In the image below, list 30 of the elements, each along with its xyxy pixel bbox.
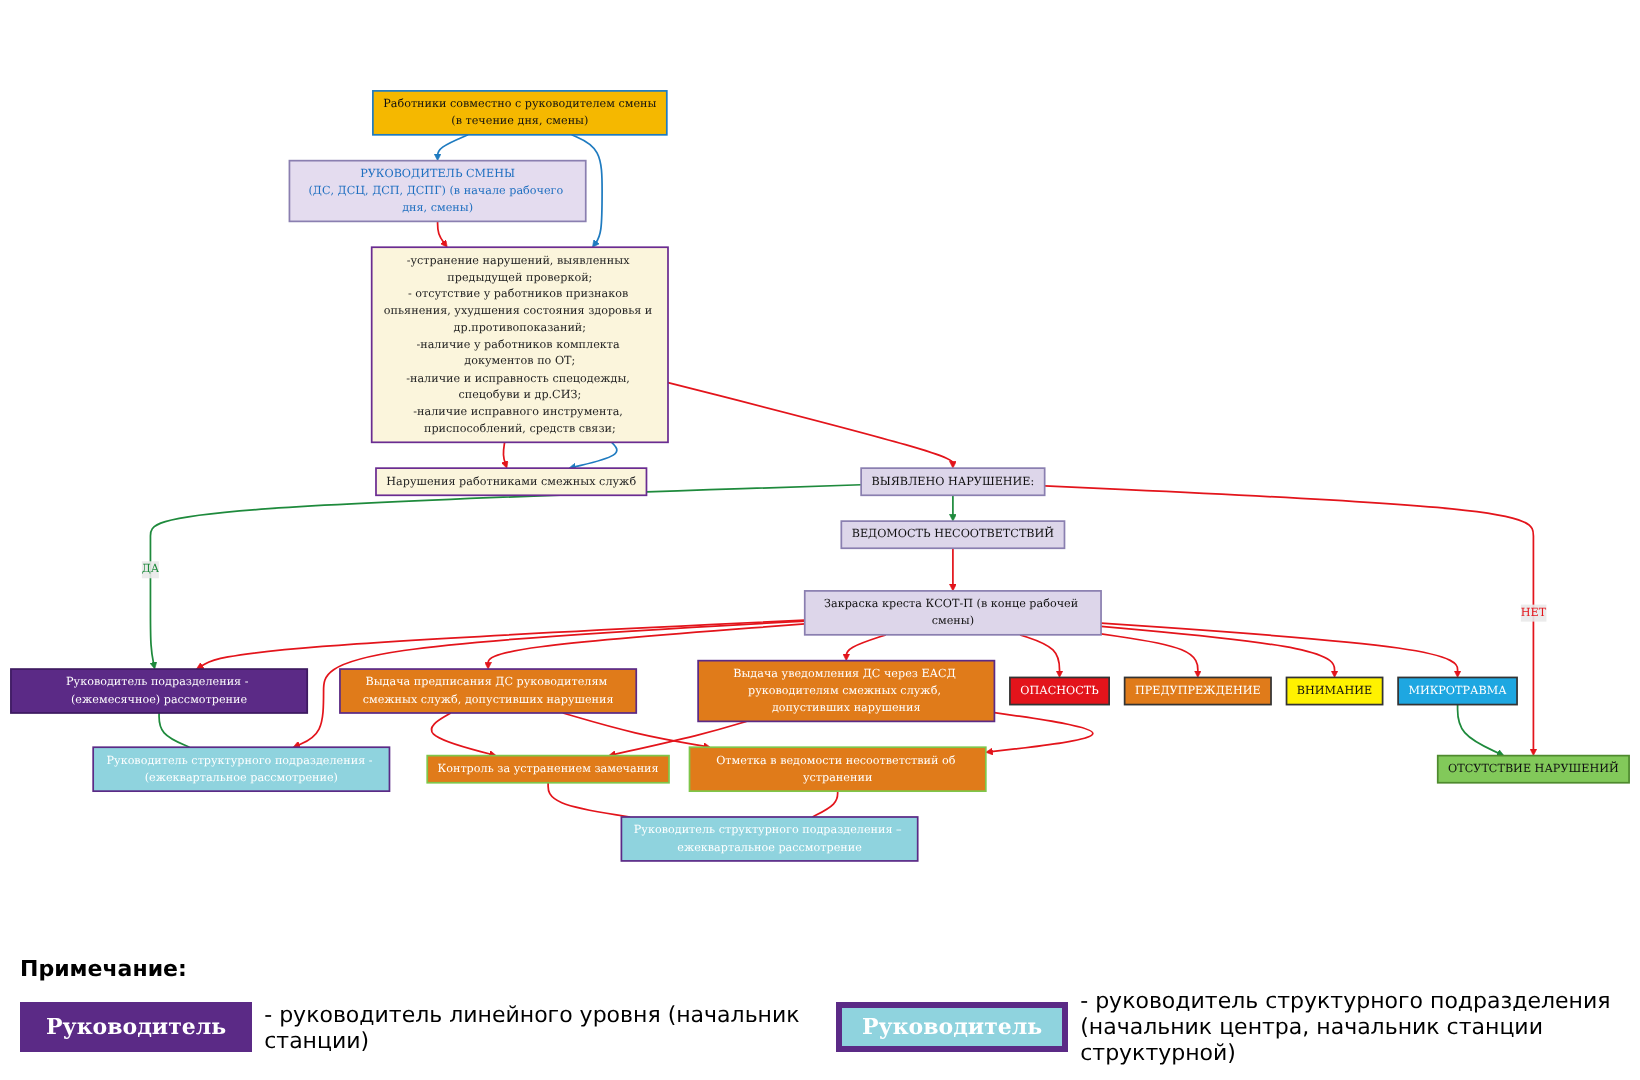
arrow: [1456, 703, 1505, 757]
connector: [158, 712, 191, 749]
arrow: [949, 547, 957, 592]
arrow: [436, 220, 448, 248]
arrow: [985, 711, 1094, 756]
arrow: [433, 134, 469, 162]
arrow: [196, 619, 806, 670]
connector: [547, 782, 631, 818]
arrow: [501, 441, 509, 469]
arrow: [842, 634, 887, 662]
arrow: [292, 620, 806, 749]
arrow: [608, 720, 748, 758]
arrow: [1019, 634, 1064, 678]
arrow: [1100, 633, 1202, 678]
arrow: [1043, 485, 1538, 757]
arrow: [570, 134, 603, 248]
legend-text: - руководитель линейного уровня (начальник станции): [264, 1001, 802, 1053]
legend-swatch: Руководитель: [20, 1002, 253, 1052]
legend-swatch: Руководитель: [836, 1002, 1069, 1052]
arrow: [949, 494, 957, 522]
note-heading: Примечание:: [20, 956, 189, 982]
arrow: [667, 381, 957, 469]
connector: [811, 790, 839, 818]
arrow: [568, 441, 618, 471]
arrow: [1100, 625, 1339, 678]
arrow: [562, 712, 711, 750]
legend-text: - руководитель структурного подразделения (начальник центра, начальник станции структурной): [1080, 988, 1613, 1066]
arrow: [1100, 622, 1462, 678]
arrow: [430, 712, 497, 758]
arrow: [484, 623, 806, 670]
